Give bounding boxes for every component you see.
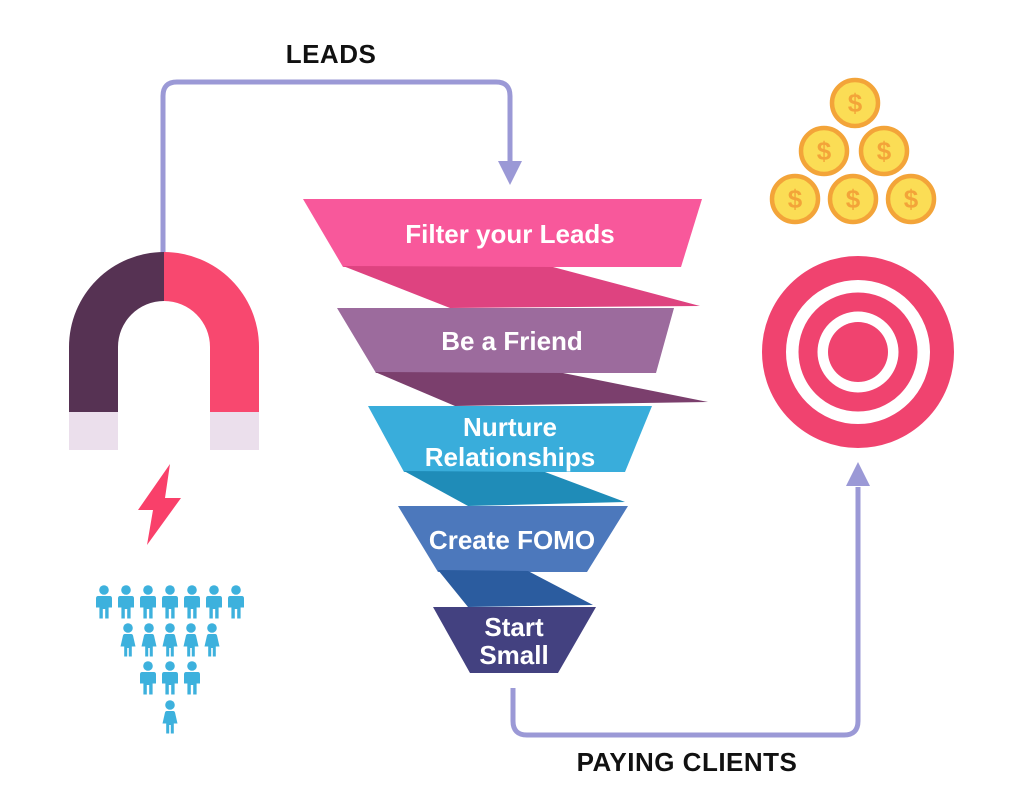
magnet-left-half <box>69 252 164 412</box>
person-man-icon <box>206 585 222 619</box>
coin-icon <box>885 173 937 225</box>
coins-icon: $ $ $ $ $ $ <box>769 77 937 225</box>
coin-dollar-symbol: $ <box>904 184 919 214</box>
coin-dollar-symbol: $ <box>788 184 803 214</box>
magnet-left-tip <box>69 412 118 450</box>
funnel-stage-5-label: Start Small <box>479 612 549 670</box>
person-woman-icon <box>120 623 136 657</box>
coin-dollar-symbol: $ <box>846 184 861 214</box>
audience-icon <box>96 585 244 734</box>
target-middle-ring <box>798 292 918 412</box>
person-woman-icon <box>162 700 178 734</box>
person-man-icon <box>140 661 156 695</box>
coin-dollar-symbol: $ <box>848 88 863 118</box>
funnel-stage-1-shape <box>303 199 702 267</box>
funnel-fold-2-shape <box>375 372 708 406</box>
paying-clients-arrowhead-icon <box>846 462 870 486</box>
leads-label: LEADS <box>285 39 377 69</box>
leads-arrowhead-icon <box>498 161 522 185</box>
person-woman-icon <box>141 623 157 657</box>
paying-clients-arrow-line <box>510 487 861 738</box>
person-woman-icon <box>204 623 220 657</box>
coin-icon <box>798 125 850 177</box>
coin-icon <box>827 173 879 225</box>
person-man-icon <box>140 585 156 619</box>
funnel-fold-3-shape <box>404 471 625 506</box>
coin-dollar-symbol: $ <box>817 136 832 166</box>
person-man-icon <box>118 585 134 619</box>
coin-icon <box>858 125 910 177</box>
leads-arrow-line <box>160 79 513 254</box>
person-man-icon <box>184 661 200 695</box>
funnel-stage-4-label: Create FOMO <box>428 525 596 555</box>
person-man-icon <box>162 661 178 695</box>
magnet-icon <box>69 252 259 450</box>
magnet-right-half <box>164 252 259 412</box>
funnel-stage-5-shape <box>433 607 596 673</box>
funnel-stage-3-label: Nurture Relationships <box>424 412 596 472</box>
person-man-icon <box>228 585 244 619</box>
coin-icon <box>769 173 821 225</box>
funnel-stage-3-shape <box>368 406 652 472</box>
paying-clients-label: PAYING CLIENTS <box>576 747 798 777</box>
coin-icon <box>829 77 881 129</box>
funnel-stage-4-shape <box>398 506 628 572</box>
target-icon <box>762 256 954 448</box>
funnel-fold-1-shape <box>343 266 700 308</box>
funnel-stage-2-shape <box>337 308 674 373</box>
person-man-icon <box>184 585 200 619</box>
person-man-icon <box>162 585 178 619</box>
target-center-dot <box>828 322 888 382</box>
target-outer-ring <box>762 256 954 448</box>
funnel-fold-4-shape <box>438 570 593 607</box>
coin-dollar-symbol: $ <box>877 136 892 166</box>
person-woman-icon <box>162 623 178 657</box>
paying-clients-arrow <box>510 462 870 738</box>
magnet-right-tip <box>210 412 259 450</box>
person-man-icon <box>96 585 112 619</box>
funnel-stage-1-label: Filter your Leads <box>405 219 615 249</box>
lightning-icon <box>138 464 181 545</box>
person-woman-icon <box>183 623 199 657</box>
funnel-stage-2-label: Be a Friend <box>441 326 583 356</box>
leads-arrow <box>160 79 522 254</box>
